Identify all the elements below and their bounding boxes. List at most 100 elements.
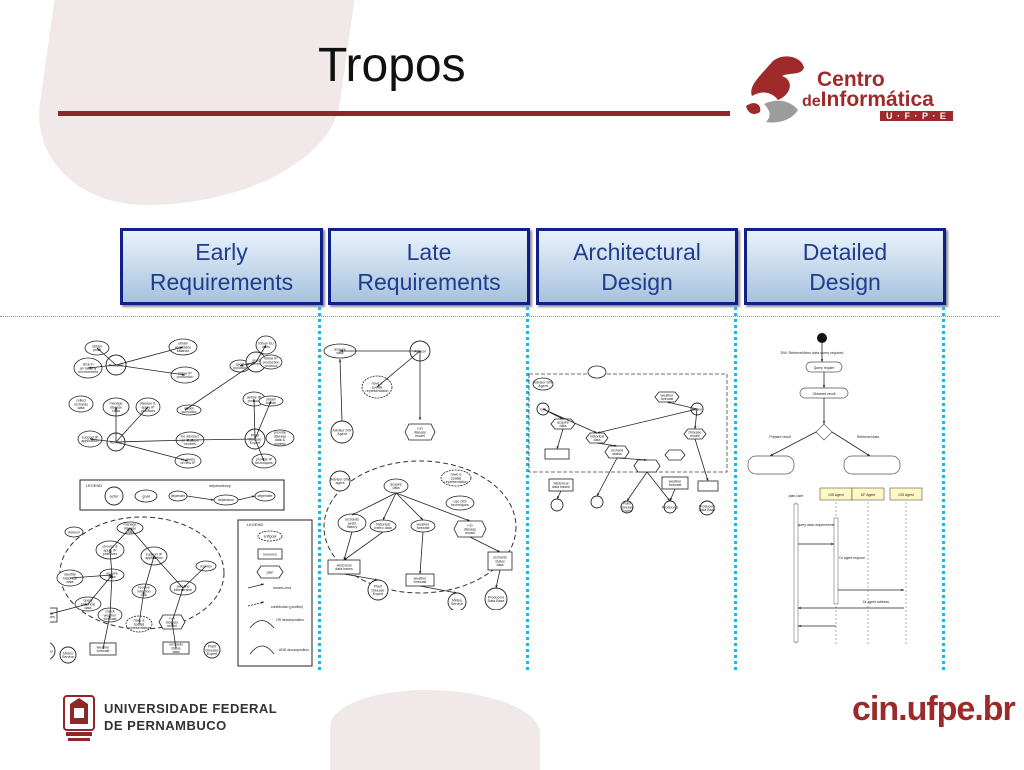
- diagram-edge: [616, 457, 648, 461]
- diagram-edge: [109, 549, 113, 576]
- node-label: have a: [134, 618, 145, 622]
- diagram-node: [257, 548, 283, 560]
- node-label: Disease: [689, 430, 702, 434]
- legend-or: OR decomposition: [276, 618, 304, 622]
- node-label: actor: [110, 493, 120, 498]
- node-label: Service: [62, 655, 74, 659]
- edge-arrow: [694, 426, 697, 429]
- node-label: avoid: [236, 362, 245, 366]
- diagram-edge: [87, 574, 113, 605]
- node-label: support IP: [146, 552, 163, 556]
- node-label: disease: [464, 527, 476, 531]
- logo-prefix: de: [802, 93, 821, 110]
- edge-arrow: [667, 498, 670, 501]
- node-label: good: [252, 358, 260, 362]
- activity-node: [843, 455, 901, 475]
- node-label: status: [495, 559, 505, 563]
- diagram-edge: [495, 569, 501, 589]
- node-label: environment: [78, 370, 98, 374]
- edge-arrow: [418, 417, 422, 420]
- diagram-edge: [596, 457, 618, 497]
- diagram-node: [68, 395, 94, 413]
- diagram-node: [329, 470, 351, 492]
- diagram-node: [440, 469, 472, 487]
- node-label: run: [169, 616, 174, 620]
- node-label: representation: [128, 626, 151, 630]
- edge-arrow: [252, 399, 256, 402]
- legend-contribution: contribution (positive): [271, 605, 303, 609]
- node-label: data &: [275, 438, 286, 442]
- node-label: run: [467, 523, 472, 527]
- activity-label: DW: RetrieveMetro data query required: [781, 351, 844, 355]
- ufpe-crest: [62, 694, 96, 742]
- node-label: Advisor: [414, 349, 427, 353]
- node-label: Plant: [374, 584, 382, 588]
- node-label: weather: [661, 393, 675, 397]
- diagram-edge: [143, 555, 155, 592]
- diagram-node: [203, 641, 221, 659]
- diagram-edge: [395, 492, 471, 522]
- lifeline-label: GIS Agent: [828, 493, 844, 497]
- node-label: weather: [414, 576, 428, 580]
- background-shape-top: [25, 0, 355, 205]
- node-label: models: [274, 442, 286, 446]
- diagram-edge: [96, 347, 117, 366]
- lifeline-head: [851, 487, 885, 501]
- edge-arrow: [597, 431, 600, 434]
- node-label: history: [347, 525, 358, 529]
- node-label: government: [247, 362, 266, 366]
- edge-arrow: [706, 478, 709, 481]
- node-label: receive: [138, 585, 150, 589]
- edge-arrow: [669, 498, 673, 501]
- node-label: orchard: [611, 448, 623, 452]
- diagram-edge: [115, 364, 186, 376]
- node-label: data bases: [552, 485, 570, 489]
- diagram-node: [654, 391, 680, 403]
- node-label: follow EU: [258, 341, 274, 345]
- diagram-node: [697, 480, 719, 492]
- diagram-node: [633, 459, 661, 473]
- node-label: pollution: [233, 366, 246, 370]
- edge-arrow: [556, 446, 559, 449]
- diagram-node: [453, 520, 487, 538]
- legend-title-2: LEGEND: [247, 522, 264, 527]
- node-label: historical: [590, 434, 604, 438]
- node-label: risk: [141, 593, 147, 597]
- diagram-edge: [419, 531, 424, 575]
- message-label: Dr agent address: [863, 600, 889, 604]
- university-line-2: DE PERNAMBUCO: [104, 718, 227, 733]
- edge-arrow: [109, 574, 112, 577]
- node-label: apply IP: [142, 405, 156, 409]
- node-label: data: [173, 650, 180, 654]
- diagram-edge: [343, 531, 384, 561]
- node-label: data: [560, 424, 567, 428]
- edge-arrow: [90, 438, 93, 441]
- node-label: weather: [417, 522, 431, 526]
- edge-arrow: [798, 624, 801, 628]
- diagram-node: [532, 377, 554, 391]
- node-label: Advisor DW: [331, 477, 351, 481]
- actor-boundary: [323, 460, 517, 594]
- diagram-edge: [419, 585, 458, 594]
- detailed-design-diagram: DW: RetrieveMetro data query requiredQue…: [747, 333, 923, 646]
- edge-arrow: [185, 459, 188, 462]
- diagram-edge: [115, 346, 184, 366]
- edge-arrow: [597, 493, 600, 496]
- edge-arrow: [383, 517, 386, 520]
- diagram-edge: [138, 590, 145, 625]
- node-label: status: [171, 646, 181, 650]
- diagram-edge: [542, 408, 598, 434]
- node-label: softgoal: [264, 534, 277, 538]
- node-label: depender: [171, 494, 186, 498]
- node-label: Producers: [488, 595, 505, 599]
- node-label: Producers: [662, 505, 679, 509]
- node-label: Data Base: [488, 599, 505, 603]
- activity-label: Retrieved data: [857, 435, 879, 439]
- edge-arrow: [867, 453, 870, 456]
- node-label: run: [417, 426, 422, 430]
- title-underline: [58, 111, 730, 116]
- node-label: goal: [142, 493, 150, 498]
- node-label: collect: [76, 398, 86, 402]
- node-label: obtain: [92, 344, 102, 348]
- node-label: plan: [267, 570, 274, 574]
